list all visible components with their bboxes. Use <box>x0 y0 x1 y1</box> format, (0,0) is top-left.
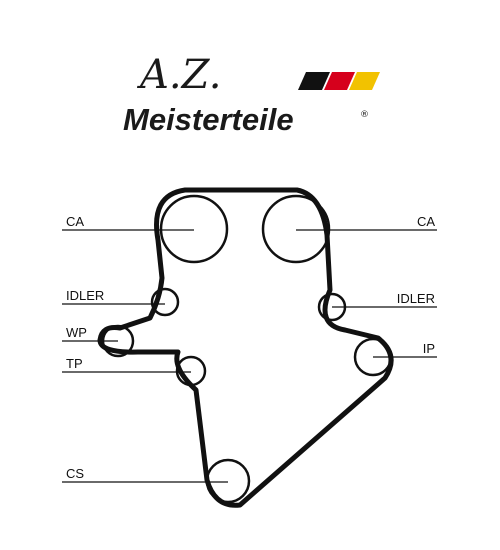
camshaft-pulley-left <box>159 194 229 264</box>
logo-script-text: A.Z. <box>136 52 221 98</box>
label-ca-left: CA <box>66 214 84 229</box>
label-idler-right: IDLER <box>397 291 435 306</box>
camshaft-pulley-right <box>261 194 331 264</box>
logo-stripe-yellow <box>349 72 380 90</box>
logo-stripe-black <box>298 72 330 90</box>
logo-stripe-red <box>324 72 355 90</box>
label-cs: CS <box>66 466 84 481</box>
label-ca-right: CA <box>417 214 435 229</box>
label-ip: IP <box>423 341 435 356</box>
logo-color-stripes <box>298 72 380 90</box>
idler-pulley-left <box>150 287 180 317</box>
brand-logo: A.Z. Meisterteile ® <box>123 52 380 137</box>
tensioner-pulley <box>175 355 207 387</box>
label-tp: TP <box>66 356 83 371</box>
label-idler-left: IDLER <box>66 288 104 303</box>
timing-belt <box>97 187 394 508</box>
crankshaft-pulley <box>205 458 251 504</box>
pulleys <box>101 194 393 504</box>
component-labels: CA CA IDLER IDLER WP TP IP CS <box>66 214 435 481</box>
logo-wordmark: Meisterteile <box>123 102 294 137</box>
label-wp: WP <box>66 325 87 340</box>
registered-mark: ® <box>360 110 369 120</box>
leader-lines <box>62 229 437 483</box>
